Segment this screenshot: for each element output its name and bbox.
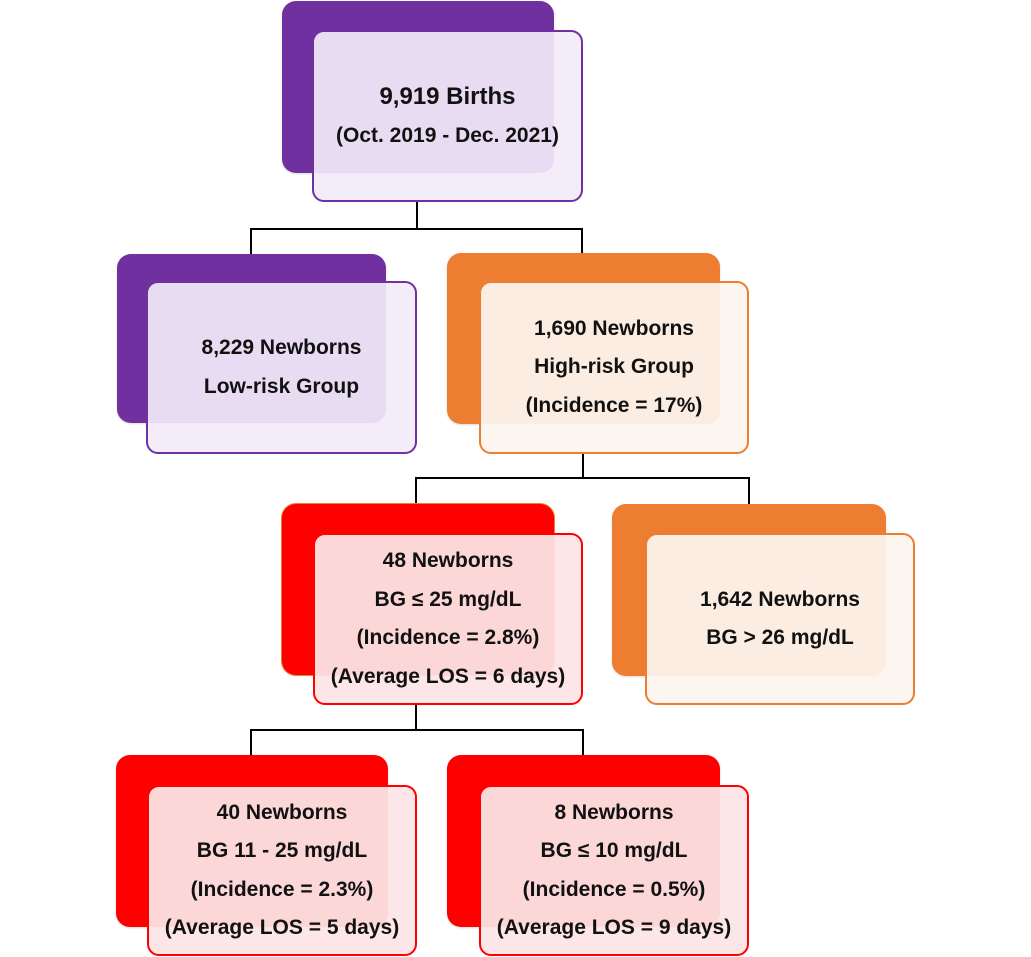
node-bg-le-10-range: BG ≤ 10 mg/dL	[540, 839, 688, 862]
node-bg-le-25-incidence: (Incidence = 2.8%)	[356, 626, 540, 649]
node-bg-le-25-box: 48 Newborns BG ≤ 25 mg/dL (Incidence = 2…	[313, 533, 583, 705]
node-bg-le-10-box: 8 Newborns BG ≤ 10 mg/dL (Incidence = 0.…	[479, 785, 749, 956]
node-high-risk-label: High-risk Group	[534, 355, 694, 379]
node-bg-gt-26-count: 1,642 Newborns	[700, 587, 860, 611]
node-bg-le-10-count: 8 Newborns	[554, 800, 674, 824]
node-bg-gt-26-box: 1,642 Newborns BG > 26 mg/dL	[645, 533, 915, 705]
node-bg-gt-26-range: BG > 26 mg/dL	[706, 626, 854, 649]
connector-high-risk-to-bg-gt-26	[583, 477, 750, 505]
node-high-risk-count: 1,690 Newborns	[534, 316, 694, 340]
node-births-title: 9,919 Births	[379, 82, 516, 110]
node-bg-le-25-range: BG ≤ 25 mg/dL	[374, 587, 522, 611]
node-births-box: 9,919 Births (Oct. 2019 - Dec. 2021)	[312, 30, 583, 202]
connector-high-risk-to-bg-le-25	[415, 452, 584, 505]
node-high-risk-incidence: (Incidence = 17%)	[525, 393, 703, 417]
node-bg-le-10-los: (Average LOS = 9 days)	[496, 916, 732, 939]
node-bg-11-25-los: (Average LOS = 5 days)	[164, 916, 400, 939]
connector-bg-le-25-to-bg-11-25	[250, 705, 417, 757]
node-low-risk-label: Low-risk Group	[203, 374, 360, 398]
node-bg-le-10-incidence: (Incidence = 0.5%)	[522, 877, 706, 901]
node-bg-11-25-range: BG 11 - 25 mg/dL	[196, 839, 368, 862]
node-bg-le-25-count: 48 Newborns	[382, 549, 514, 572]
node-low-risk-count: 8,229 Newborns	[201, 336, 362, 359]
node-bg-11-25-count: 40 Newborns	[216, 800, 348, 824]
node-low-risk-box: 8,229 Newborns Low-risk Group	[146, 281, 417, 454]
node-high-risk-box: 1,690 Newborns High-risk Group (Incidenc…	[479, 281, 749, 454]
connector-births-to-risk-groups	[250, 200, 418, 256]
node-bg-le-25-los: (Average LOS = 6 days)	[330, 664, 566, 688]
node-bg-11-25-box: 40 Newborns BG 11 - 25 mg/dL (Incidence …	[147, 785, 417, 956]
node-births-date-range: (Oct. 2019 - Dec. 2021)	[336, 123, 559, 147]
node-bg-11-25-incidence: (Incidence = 2.3%)	[190, 877, 374, 901]
